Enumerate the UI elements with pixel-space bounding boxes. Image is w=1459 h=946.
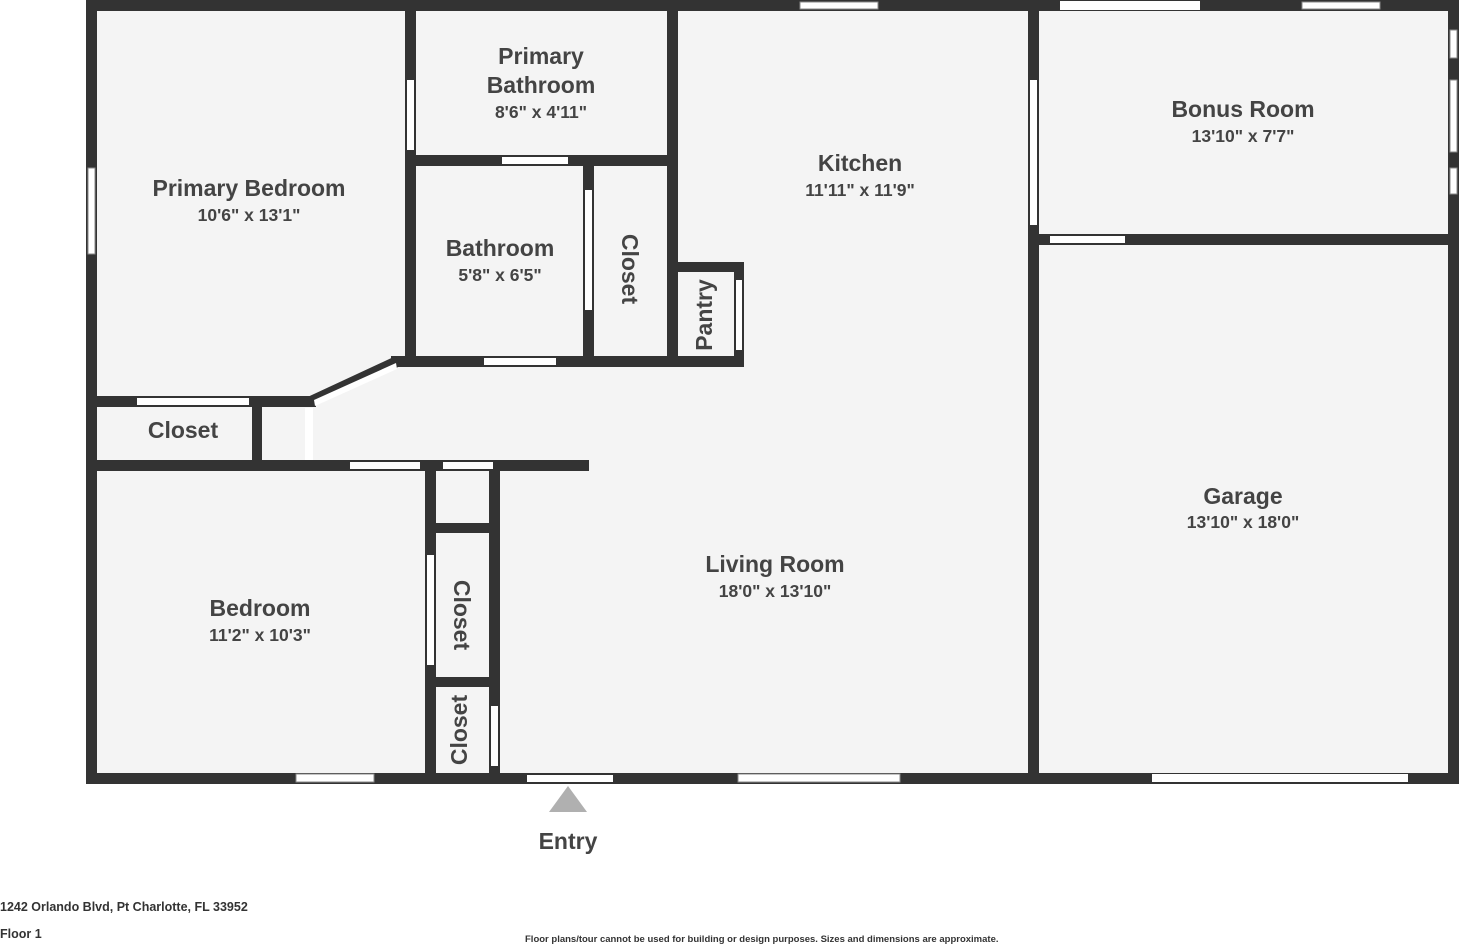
floor-plan: Entry Primary Bedroom 10'6" x 13'1" Prim… — [86, 0, 1459, 854]
bathroom-name: Bathroom — [446, 235, 555, 261]
primary-bedroom-name: Primary Bedroom — [152, 175, 345, 201]
living-room-dims: 18'0" x 13'10" — [719, 581, 832, 601]
floor-label: Floor 1 — [0, 927, 42, 941]
floor-area — [86, 0, 1459, 784]
closet-hall-name: Closet — [148, 417, 219, 443]
primary-bedroom-dims: 10'6" x 13'1" — [198, 205, 301, 225]
primary-bathroom-name-line2: Bathroom — [487, 72, 596, 98]
bathroom-dims: 5'8" x 6'5" — [458, 265, 541, 285]
bedroom-dims: 11'2" x 10'3" — [209, 625, 311, 645]
primary-bathroom-dims: 8'6" x 4'11" — [495, 102, 587, 122]
property-address: 1242 Orlando Blvd, Pt Charlotte, FL 3395… — [0, 900, 248, 914]
closet-bedroom-1-name: Closet — [449, 580, 475, 651]
closet-bedroom-2-name: Closet — [446, 695, 472, 766]
entry-label: Entry — [539, 828, 598, 854]
garage-dims: 13'10" x 18'0" — [1187, 512, 1300, 532]
closet-bath-name: Closet — [617, 234, 643, 305]
living-room-name: Living Room — [705, 551, 844, 577]
kitchen-name: Kitchen — [818, 150, 902, 176]
windows — [87, 1, 1458, 783]
primary-bathroom-name-line1: Primary — [498, 43, 584, 69]
bonus-room-dims: 13'10" x 7'7" — [1192, 126, 1295, 146]
diagonal-door-opening — [314, 363, 397, 406]
garage-name: Garage — [1203, 483, 1282, 509]
pantry-name: Pantry — [691, 279, 717, 351]
entry-arrow-icon — [549, 786, 587, 812]
bedroom-name: Bedroom — [210, 595, 311, 621]
diagonal-wall — [309, 356, 401, 406]
door-openings — [137, 80, 1125, 782]
kitchen-dims: 11'11" x 11'9" — [805, 180, 915, 200]
bonus-room-name: Bonus Room — [1171, 96, 1314, 122]
disclaimer: Floor plans/tour cannot be used for buil… — [525, 934, 999, 945]
